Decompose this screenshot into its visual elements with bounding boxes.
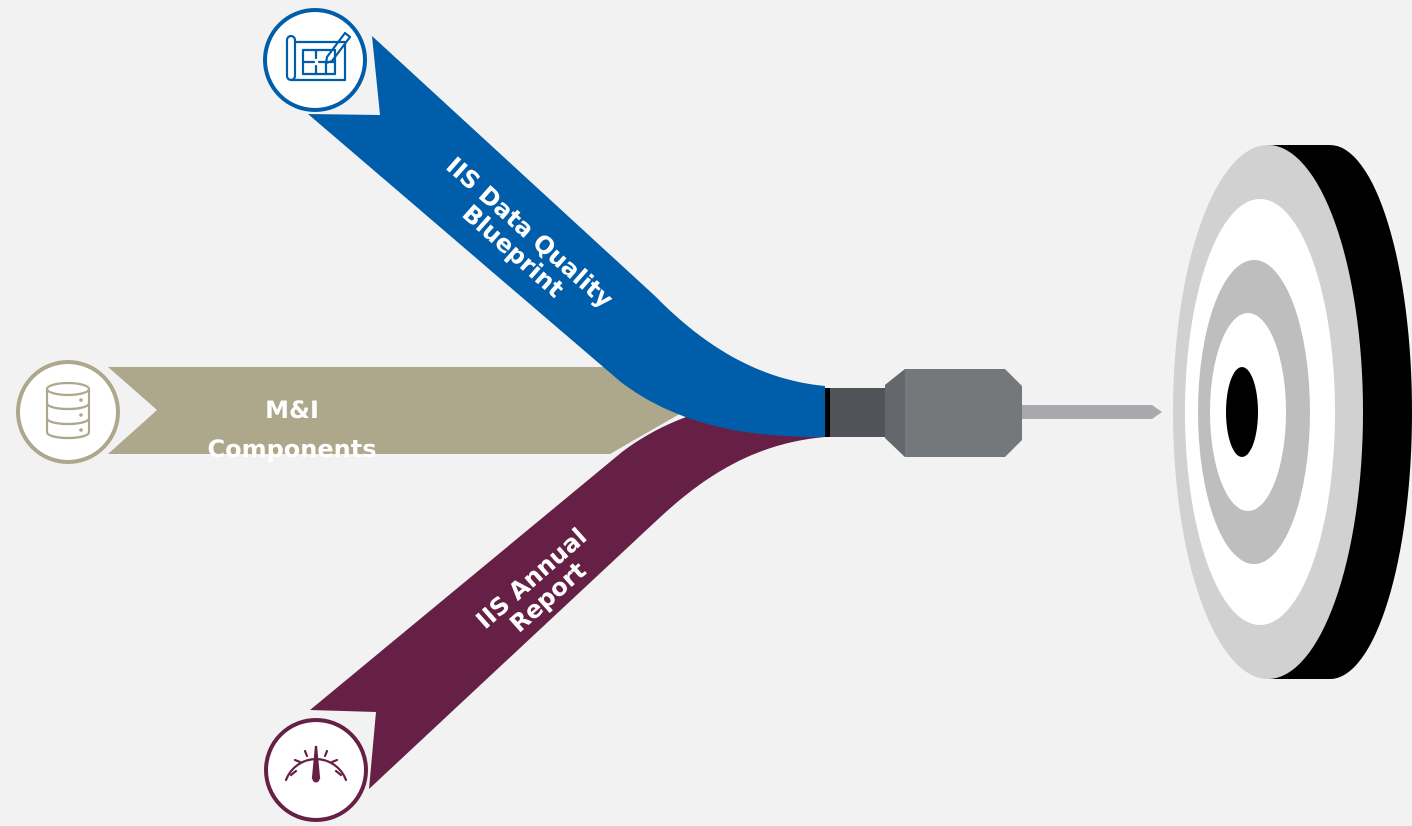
- target-bullseye: [1226, 367, 1258, 457]
- dart-needle: [1022, 405, 1162, 419]
- ribbon-data-quality-blueprint: [308, 36, 825, 438]
- database-icon: [16, 360, 120, 464]
- ribbon-mi-label: M&I Components: [208, 396, 377, 463]
- ribbon-mi-line1: M&I: [265, 396, 319, 424]
- dart-body-facet: [885, 369, 905, 457]
- gauge-icon: [264, 718, 368, 822]
- dart-collar-band: [822, 388, 830, 437]
- ribbon-annual-report: [310, 390, 825, 789]
- ribbon-mi-line2: Components: [208, 435, 377, 463]
- dart-barrel: [822, 369, 1022, 457]
- dart-collar: [828, 388, 885, 437]
- target-board: [1173, 145, 1412, 679]
- ribbon-mi-components: [108, 367, 690, 454]
- blueprint-icon: [263, 8, 367, 112]
- dart-body: [885, 369, 1022, 457]
